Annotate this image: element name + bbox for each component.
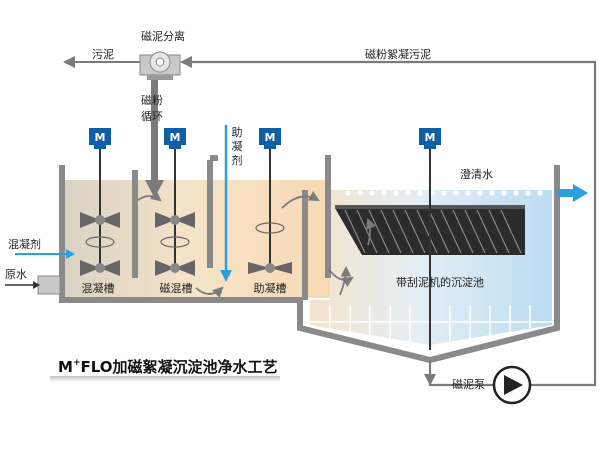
label-recycle: 循环 [141,110,163,123]
motor-label: M [170,131,181,144]
mixer-aid [259,128,281,268]
impellers [80,212,292,276]
motor-scraper [419,128,441,149]
flow-arrows [137,190,377,298]
label-coagulant: 混凝剂 [8,237,41,251]
swirl-arrows [85,222,285,248]
down-arrowhead [424,374,436,386]
reaction-water [62,180,330,298]
label-raw-water: 原水 [5,268,27,281]
label-coag-tank: 混凝槽 [82,281,115,295]
motor-label: M [95,131,106,144]
return-arrowhead [180,56,192,68]
label-magnetic-floc-sludge: 磁粉絮凝污泥 [365,47,431,61]
motor-label: M [265,131,276,144]
magnetic-separator [139,51,181,80]
svg-text:助: 助 [232,125,243,139]
coagulant-aid-arrow [220,125,232,282]
label-settling-tank: 带刮泥机的沉淀池 [396,275,484,289]
label-sludge-out: 污泥 [92,48,114,61]
title-shadow [50,376,280,382]
label-sludge-pump: 磁泥泵 [452,378,485,391]
clear-water-outlet [557,184,588,202]
process-title: M+FLO加磁絮凝沉淀池净水工艺 [58,358,278,376]
label-magnetic-separation: 磁泥分离 [141,29,185,43]
sludge-pump-icon [492,365,532,405]
label-mag-tank: 磁混槽 [160,282,193,295]
svg-text:凝: 凝 [232,139,243,153]
label-clear-water: 澄清水 [460,167,493,181]
label-coagulant-aid: 助 凝 剂 [232,125,243,167]
impeller-hubs [95,215,275,273]
coagulant-arrow [15,249,75,259]
label-aid-tank: 助凝槽 [254,281,287,295]
svg-text:剂: 剂 [232,153,243,167]
magnetic-powder-recycle-arrow [145,80,164,198]
raw-water-inlet [5,275,61,295]
mixer-mag [164,128,186,268]
label-magnetic-powder: 磁粉 [141,94,163,107]
mixer-coag [89,128,111,268]
sludge-out-arrow [63,56,140,68]
tank-walls [59,155,560,364]
wall-cap [210,155,218,161]
motor-label: M [425,131,436,144]
